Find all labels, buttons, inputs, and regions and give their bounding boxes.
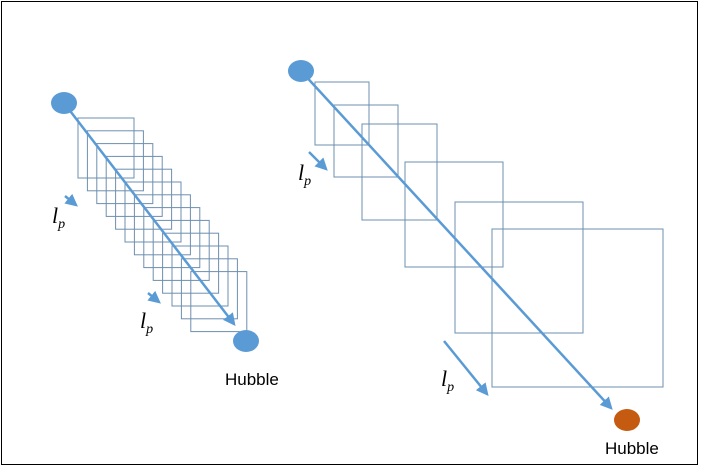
left-end-node — [233, 330, 259, 352]
right-hubble-label: Hubble — [605, 439, 659, 458]
left-box-13 — [190, 271, 248, 333]
left-horizon-boxes — [77, 117, 248, 333]
right-end-node — [614, 409, 640, 431]
right-box-1 — [314, 81, 370, 146]
left-box-11 — [171, 245, 229, 307]
right-start-node — [288, 60, 314, 82]
right-main-arrow — [300, 70, 613, 410]
right-horizon-boxes — [314, 81, 664, 388]
right-small-arrow-2 — [443, 340, 489, 396]
right-box-6 — [491, 228, 664, 388]
left-start-node — [51, 92, 77, 114]
right-lp-label-1: lp — [298, 160, 311, 189]
right-lp-label-2: lp — [441, 366, 454, 395]
left-small-arrow-2 — [147, 290, 161, 304]
left-lp-label-2: lp — [140, 308, 153, 337]
left-main-arrow — [63, 102, 236, 326]
right-box-3 — [361, 123, 438, 221]
left-hubble-label: Hubble — [225, 370, 279, 389]
right-small-arrow-1 — [308, 151, 328, 171]
left-box-12 — [180, 258, 238, 320]
right-box-2 — [333, 104, 399, 178]
left-lp-label-1: lp — [52, 203, 65, 232]
right-box-5 — [454, 201, 584, 334]
right-box-4 — [404, 161, 504, 268]
left-small-arrow-1 — [64, 193, 78, 207]
